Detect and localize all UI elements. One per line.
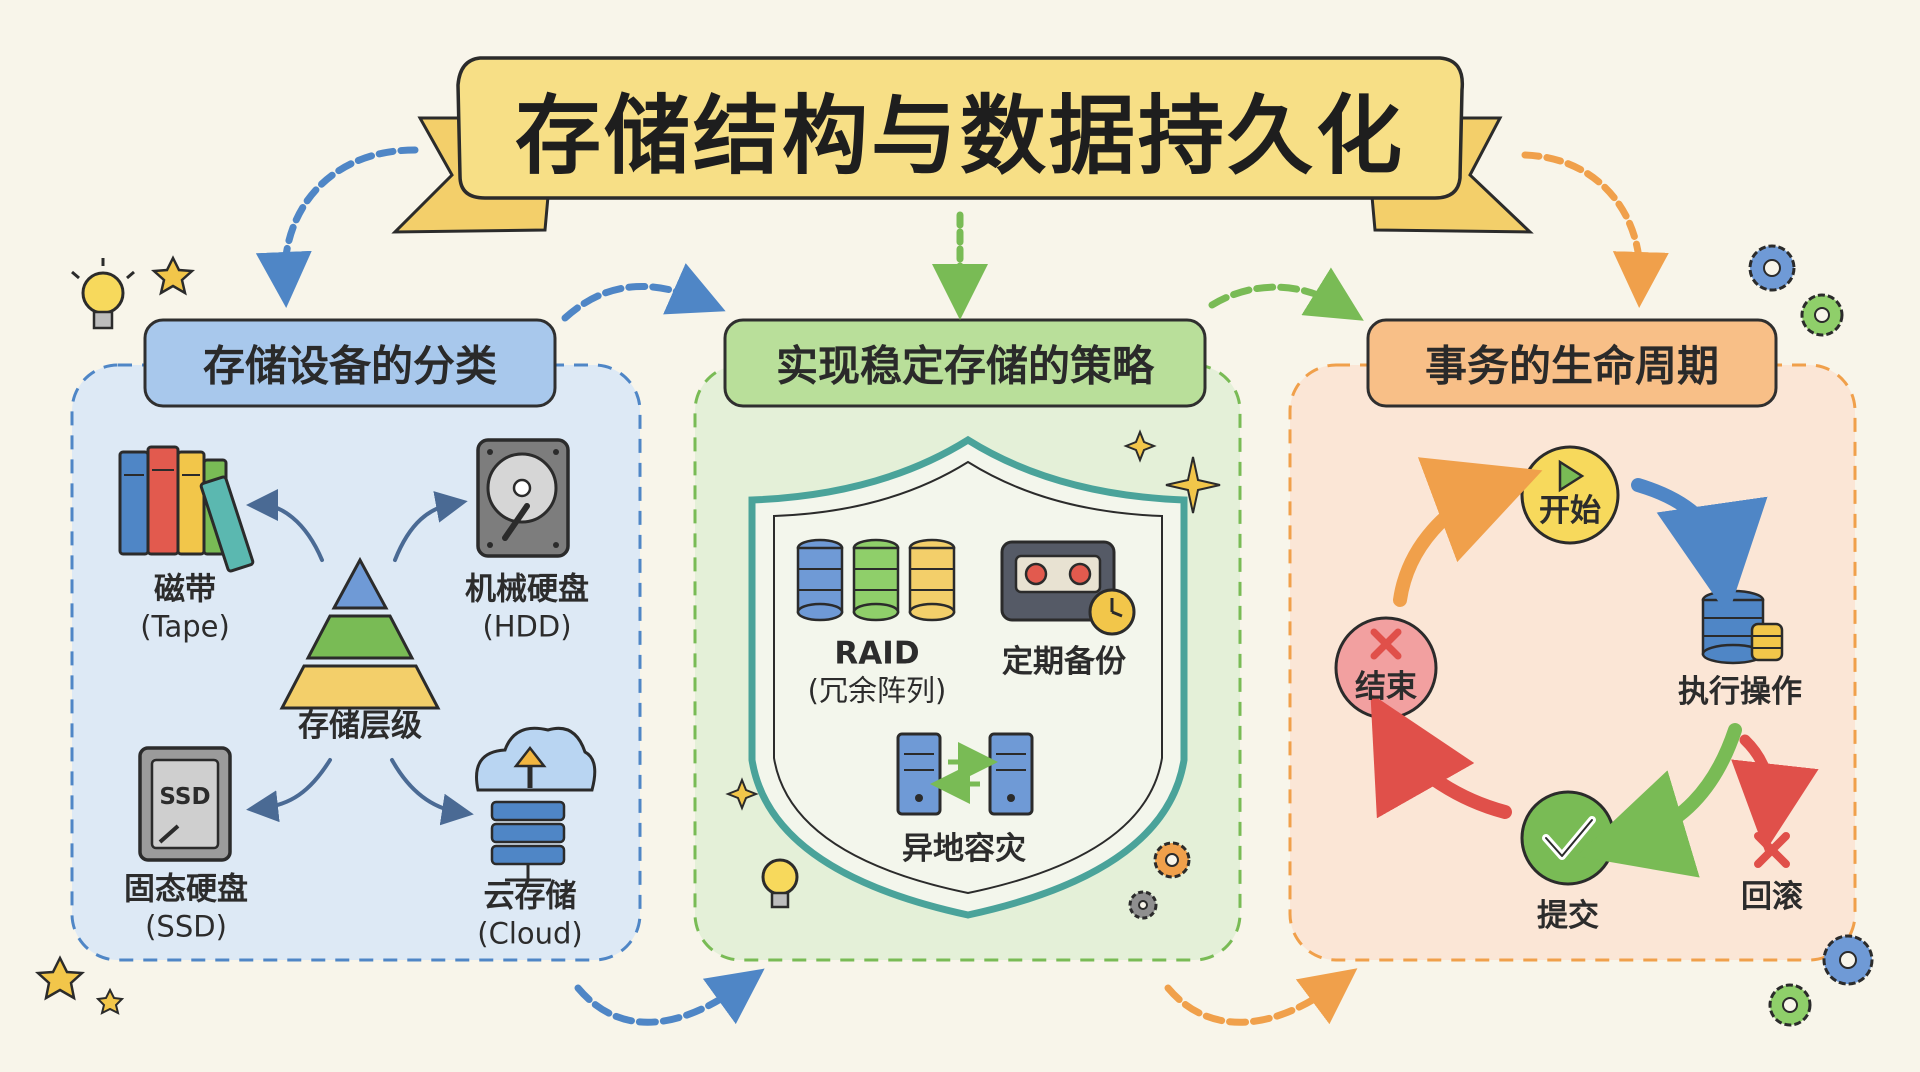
cloud-label: 云存储 (Cloud) bbox=[477, 878, 582, 951]
tape-label: 磁带 (Tape) bbox=[140, 571, 230, 644]
arrow-commit-to-end bbox=[1370, 693, 1512, 819]
step-commit-label: 提交 bbox=[1537, 898, 1599, 935]
hdd-sub: (HDD) bbox=[482, 609, 572, 644]
sparkle-icon bbox=[1123, 429, 1157, 463]
disaster-recovery-label: 异地容灾 bbox=[902, 831, 1026, 868]
ssd-sub: (SSD) bbox=[145, 909, 227, 944]
star-icon bbox=[34, 955, 86, 1001]
arrow-to-ssd bbox=[246, 758, 332, 823]
title-banner bbox=[391, 56, 1534, 234]
arrow-title-to-right bbox=[1521, 151, 1669, 308]
arrow-center-to-right-bottom bbox=[1164, 968, 1358, 1026]
arrow-center-to-right-top bbox=[1208, 267, 1364, 321]
gear-icon bbox=[1748, 244, 1796, 292]
storage-hierarchy-label: 存储层级 bbox=[298, 708, 422, 745]
ssd-icon bbox=[138, 746, 232, 862]
tape-icon bbox=[118, 445, 255, 573]
raid-array-icon bbox=[796, 538, 956, 622]
commit-node-icon bbox=[1520, 790, 1616, 886]
tape-sub: (Tape) bbox=[140, 609, 230, 644]
step-start-label: 开始 bbox=[1539, 493, 1601, 530]
disaster-recovery-servers-icon bbox=[896, 732, 1034, 816]
arrow-to-hdd bbox=[393, 491, 468, 562]
section-title-storage-devices: 存储设备的分类 bbox=[202, 341, 498, 391]
star-icon bbox=[150, 255, 196, 296]
cloud-storage-icon bbox=[475, 726, 597, 882]
hdd-icon bbox=[476, 438, 570, 558]
gear-icon bbox=[1800, 293, 1844, 337]
arrow-execute-to-commit bbox=[1576, 723, 1742, 878]
gear-icon bbox=[1822, 934, 1874, 986]
gear-icon bbox=[1153, 841, 1191, 879]
section-title-pill-3 bbox=[1366, 318, 1778, 408]
lightbulb-icon bbox=[71, 258, 135, 330]
arrow-title-to-left bbox=[255, 146, 419, 308]
raid-name: RAID bbox=[834, 635, 920, 672]
backup-label: 定期备份 bbox=[1002, 644, 1126, 681]
sparkle-icon bbox=[725, 777, 759, 811]
gear-icon bbox=[1128, 890, 1158, 920]
shield-inner-outline bbox=[773, 460, 1163, 895]
arrow-start-to-execute bbox=[1631, 478, 1768, 616]
arrow-end-to-start bbox=[1393, 457, 1543, 607]
section-title-pill-2 bbox=[723, 318, 1207, 408]
ssd-name: 固态硬盘 bbox=[124, 871, 248, 908]
start-node-icon bbox=[1520, 445, 1620, 545]
hdd-label: 机械硬盘 (HDD) bbox=[465, 571, 589, 644]
cloud-name: 云存储 bbox=[483, 878, 577, 915]
backup-tape-clock-icon bbox=[1000, 540, 1136, 636]
ssd-icon-text: SSD bbox=[159, 784, 211, 810]
arrow-left-to-center-top bbox=[561, 263, 726, 322]
arrow-left-to-center-bottom bbox=[574, 968, 765, 1026]
page-title: 存储结构与数据持久化 bbox=[515, 86, 1405, 187]
gear-icon bbox=[1768, 983, 1812, 1027]
hdd-name: 机械硬盘 bbox=[465, 571, 589, 608]
step-end-label: 结束 bbox=[1355, 669, 1417, 706]
storage-hierarchy-pyramid-icon bbox=[279, 556, 441, 710]
ssd-label: 固态硬盘 (SSD) bbox=[124, 871, 248, 944]
raid-sub: (冗余阵列) bbox=[807, 673, 947, 708]
rollback-label: 回滚 bbox=[1741, 879, 1803, 916]
end-node-icon bbox=[1334, 616, 1438, 720]
step-execute-label: 执行操作 bbox=[1678, 674, 1802, 711]
section-title-stable-storage: 实现稳定存储的策略 bbox=[775, 341, 1155, 391]
section-title-pill-1 bbox=[143, 318, 557, 408]
cloud-sub: (Cloud) bbox=[477, 916, 583, 951]
arrow-to-tape bbox=[246, 489, 324, 562]
arrow-execute-to-rollback bbox=[1731, 734, 1819, 852]
raid-label: RAID (冗余阵列) bbox=[808, 635, 947, 708]
tape-name: 磁带 bbox=[153, 571, 216, 608]
section-title-transaction: 事务的生命周期 bbox=[1424, 341, 1720, 391]
lightbulb-icon bbox=[761, 858, 799, 909]
arrow-to-cloud bbox=[390, 758, 474, 826]
star-icon bbox=[95, 987, 125, 1015]
sparkle-icon bbox=[1165, 456, 1221, 514]
